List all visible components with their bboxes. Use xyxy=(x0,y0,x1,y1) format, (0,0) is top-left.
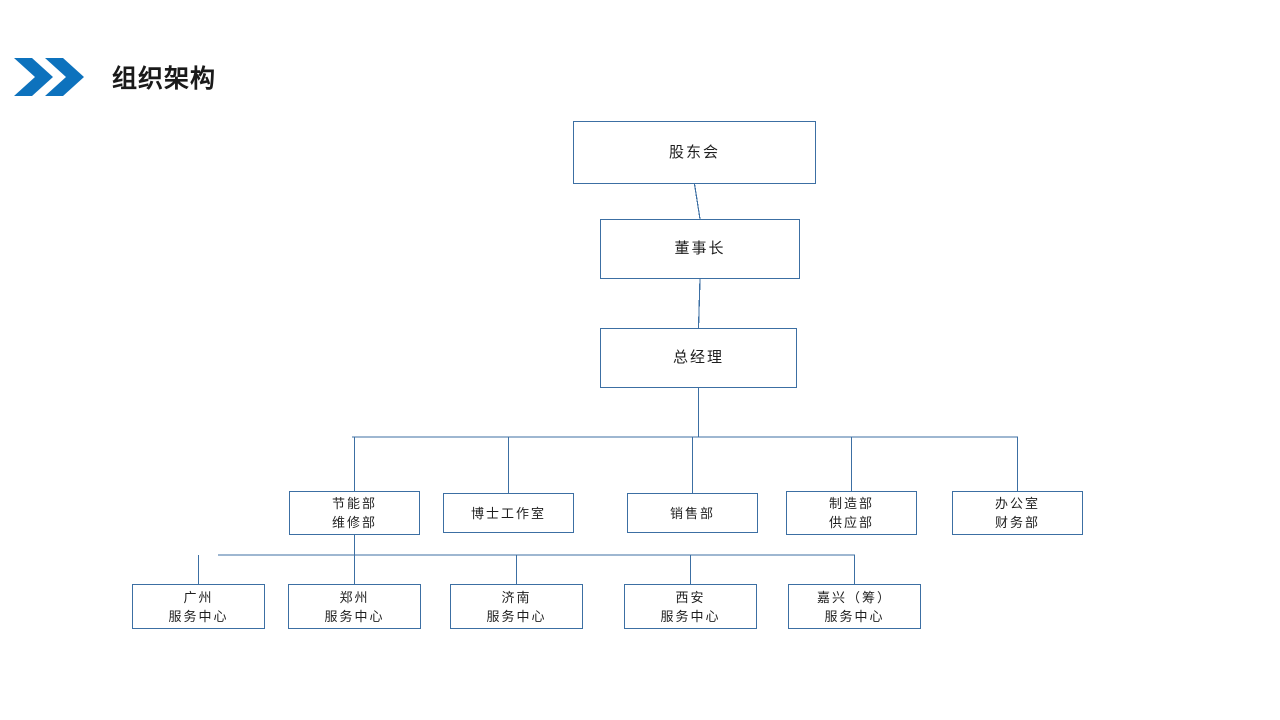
org-node[interactable]: 办公室财务部 xyxy=(952,491,1083,535)
org-node-label: 制造部 xyxy=(828,496,874,511)
org-node-label: 供应部 xyxy=(828,515,874,530)
connector-n2-n3 xyxy=(697,278,701,329)
org-node-label: 财务部 xyxy=(994,515,1040,530)
page-title: 组织架构 xyxy=(112,65,217,93)
org-node[interactable]: 西安服务中心 xyxy=(624,584,757,629)
connector-n1-n2 xyxy=(693,183,701,220)
org-node-label: 董事长 xyxy=(674,240,726,257)
slide-header: 组织架构 xyxy=(0,0,1280,120)
org-node-label: 办公室 xyxy=(994,496,1040,511)
org-node[interactable]: 节能部维修部 xyxy=(289,491,420,535)
org-node-label: 维修部 xyxy=(331,515,377,530)
org-node[interactable]: 郑州服务中心 xyxy=(288,584,421,629)
org-node-label: 广州 xyxy=(183,589,214,605)
org-node[interactable]: 博士工作室 xyxy=(443,493,574,533)
org-node-label: 服务中心 xyxy=(824,608,885,624)
double-chevron-right-icon xyxy=(14,57,86,97)
org-node[interactable]: 总经理 xyxy=(600,328,797,388)
org-node-label: 嘉兴（筹） xyxy=(816,589,892,605)
org-node-label: 济南 xyxy=(501,589,532,605)
org-node-label: 服务中心 xyxy=(486,608,547,624)
org-node[interactable]: 嘉兴（筹） 服务中心 xyxy=(788,584,921,629)
org-node-label: 博士工作室 xyxy=(470,505,546,521)
org-node-label: 西安 xyxy=(675,589,706,605)
org-node-label: 节能部 xyxy=(331,496,377,511)
org-node[interactable]: 股东会 xyxy=(573,121,816,184)
org-node-label: 总经理 xyxy=(672,349,724,366)
org-node[interactable]: 董事长 xyxy=(600,219,800,279)
org-node[interactable]: 广州服务中心 xyxy=(132,584,265,629)
org-node-label: 服务中心 xyxy=(324,608,385,624)
org-node-label: 郑州 xyxy=(339,589,370,605)
org-node-label: 服务中心 xyxy=(168,608,229,624)
org-node[interactable]: 销售部 xyxy=(627,493,758,533)
org-node-label: 销售部 xyxy=(669,505,715,521)
org-node-label: 服务中心 xyxy=(660,608,721,624)
org-node[interactable]: 济南服务中心 xyxy=(450,584,583,629)
org-node-label: 股东会 xyxy=(668,143,720,161)
org-node[interactable]: 制造部供应部 xyxy=(786,491,917,535)
